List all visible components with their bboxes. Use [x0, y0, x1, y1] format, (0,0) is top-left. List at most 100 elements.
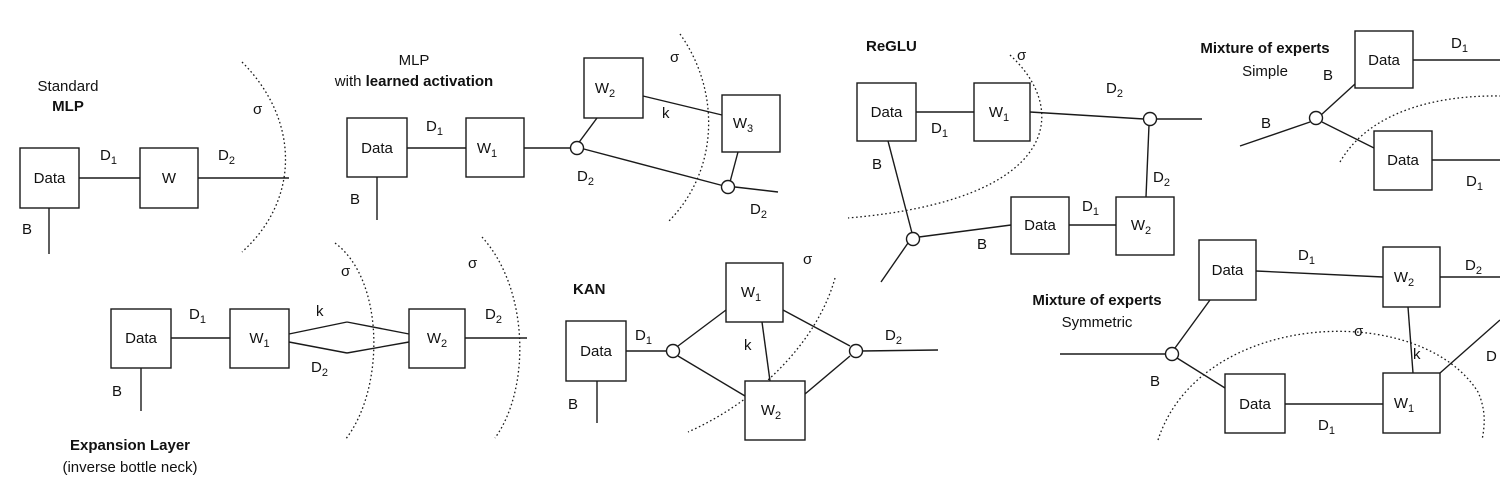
sigma-label: σ — [253, 101, 263, 118]
dim-label: D1 — [100, 147, 117, 167]
rank-label: k — [744, 337, 752, 354]
dim-label: D2 — [1106, 80, 1123, 100]
dim-label: D1 — [426, 118, 443, 138]
data-node — [19, 147, 80, 209]
batch-label: B — [977, 236, 987, 253]
batch-label: B — [1150, 373, 1160, 390]
panel-reglu: ReGLU Data W1 Data W2 D1 D1 D2 D2 B B σ — [847, 38, 1202, 283]
edge — [579, 147, 729, 188]
dim-label-cut: D — [1486, 348, 1497, 365]
box-label: W1 — [477, 140, 497, 160]
edge — [1145, 124, 1150, 198]
edge — [346, 341, 410, 354]
sigma-boundary — [667, 33, 710, 223]
contraction-node — [569, 140, 585, 156]
panel-title: with learned activation — [334, 73, 493, 90]
panel-title: KAN — [573, 281, 606, 298]
panel-moe-symmetric: Mixture of experts Symmetric Data Data W… — [1032, 239, 1500, 441]
panel-title-bold: MLP — [52, 98, 84, 115]
dim-label: D2 — [1153, 169, 1170, 189]
sigma-label: σ — [670, 49, 680, 66]
weight-node — [1382, 372, 1441, 434]
contraction-node — [1164, 346, 1180, 362]
dim-label: D2 — [885, 327, 902, 347]
panel-subtitle: Symmetric — [1062, 314, 1133, 331]
panel-title: Expansion Layer — [70, 437, 190, 454]
edge — [1255, 270, 1384, 278]
data-node — [565, 320, 627, 382]
data-node — [1224, 373, 1286, 434]
weight-node — [229, 308, 290, 369]
edge — [1439, 319, 1500, 374]
dim-label: D1 — [1298, 247, 1315, 267]
panel-title: MLP — [399, 52, 430, 69]
box-label: W — [162, 170, 177, 187]
edge — [782, 309, 851, 347]
edge — [1029, 111, 1145, 120]
panel-title: Standard — [38, 78, 99, 95]
dim-label: D2 — [218, 147, 235, 167]
data-node — [1198, 239, 1257, 301]
edge — [887, 140, 913, 234]
box-label: Data — [125, 330, 157, 347]
weight-node — [973, 82, 1031, 142]
data-node — [1373, 130, 1433, 191]
box-label: Data — [34, 170, 66, 187]
panel-standard-mlp: Standard MLP Data W D1 D2 B σ — [19, 61, 289, 254]
dim-label: D1 — [189, 306, 206, 326]
sigma-boundary — [687, 277, 836, 433]
dim-label: D2 — [485, 306, 502, 326]
edge — [804, 355, 851, 395]
panel-expansion: Expansion Layer (inverse bottle neck) Da… — [62, 236, 527, 476]
batch-label: B — [1323, 67, 1333, 84]
weight-node — [465, 117, 525, 178]
sigma-label: σ — [1354, 323, 1364, 340]
edge — [860, 349, 939, 352]
data-node — [1010, 196, 1070, 255]
sigma-label: σ — [468, 255, 478, 272]
sigma-boundary — [847, 54, 1043, 219]
edge — [677, 309, 727, 347]
data-node — [856, 82, 917, 142]
edge — [1239, 121, 1311, 147]
panel-title: Mixture of experts — [1032, 292, 1161, 309]
contraction-node — [665, 343, 681, 359]
edge — [346, 321, 410, 335]
box-label: W1 — [249, 330, 269, 350]
data-node — [110, 308, 172, 369]
contraction-node — [905, 231, 921, 247]
box-label: W1 — [1394, 395, 1414, 415]
rank-label: k — [1413, 346, 1421, 363]
edge — [288, 321, 348, 335]
edge — [729, 151, 739, 183]
contraction-node — [1308, 110, 1324, 126]
sigma-label: σ — [341, 263, 351, 280]
weight-node — [725, 262, 784, 323]
weight-node — [1382, 246, 1441, 308]
batch-label: B — [568, 396, 578, 413]
contraction-node — [1142, 111, 1158, 127]
box-label: Data — [1368, 52, 1400, 69]
edge — [1321, 121, 1375, 149]
batch-label: B — [22, 221, 32, 238]
batch-label: B — [112, 383, 122, 400]
box-label: W2 — [1394, 269, 1414, 289]
edge — [1176, 357, 1226, 389]
edge — [677, 355, 746, 397]
box-label: Data — [1212, 262, 1244, 279]
panel-subtitle: (inverse bottle neck) — [62, 459, 197, 476]
weight-node — [1115, 196, 1175, 256]
panel-kan: KAN Data W1 W2 D1 D2 k B σ — [565, 251, 939, 441]
edge — [1174, 299, 1211, 349]
data-node — [1354, 30, 1414, 89]
weight-node — [583, 57, 644, 119]
box-label: W1 — [989, 104, 1009, 124]
batch-label: B — [350, 191, 360, 208]
sigma-boundary — [241, 61, 287, 253]
sigma-boundary — [1339, 95, 1500, 163]
weight-node — [744, 380, 806, 441]
box-label: W2 — [427, 330, 447, 350]
panel-title: Mixture of experts — [1200, 40, 1329, 57]
panel-title: ReGLU — [866, 38, 917, 55]
edge — [734, 186, 779, 193]
